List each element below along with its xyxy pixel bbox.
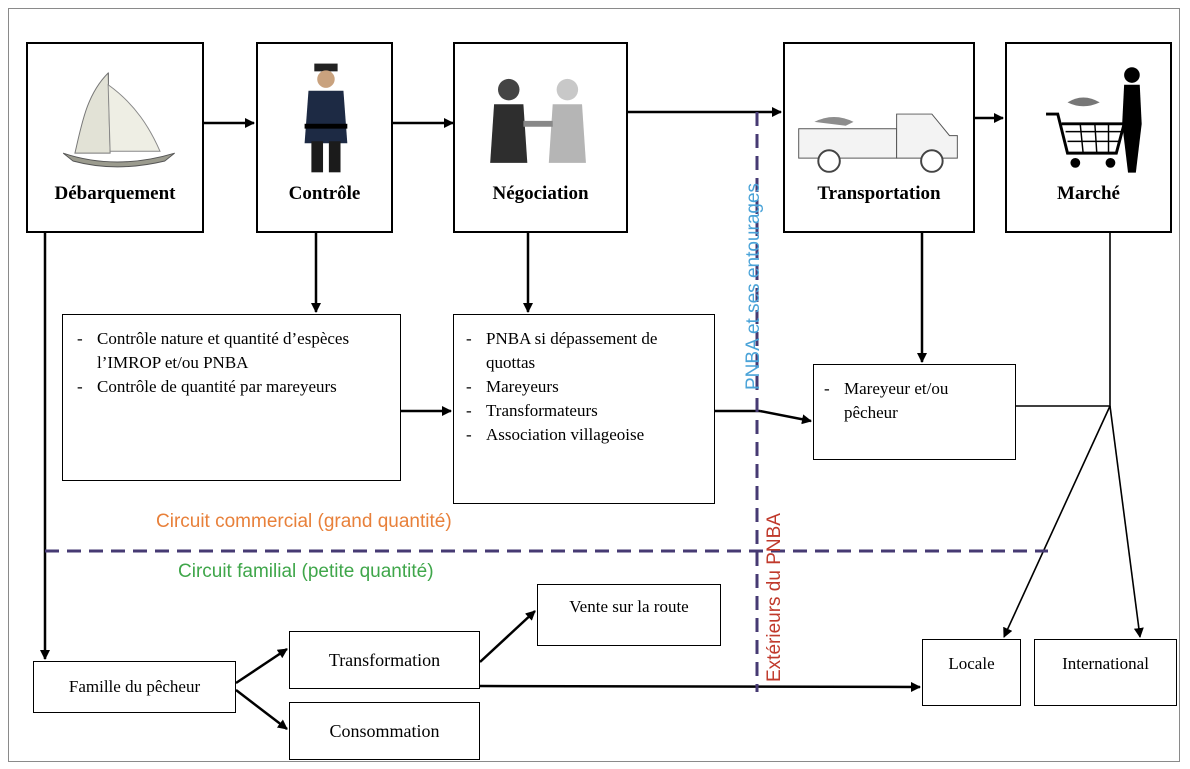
node-transformation-label: Transformation xyxy=(328,650,441,670)
node-famille: Famille du pêcheur xyxy=(33,661,236,713)
diagram-frame xyxy=(8,8,1180,762)
negociation-detail-item: Mareyeurs xyxy=(460,375,700,399)
stage-controle-label: Contrôle xyxy=(288,183,361,204)
arrow-transformation-locale xyxy=(479,681,921,692)
boat-icon xyxy=(28,54,202,179)
label-circuit-familial: Circuit familial (petite quantité) xyxy=(178,561,434,582)
stage-negociation: Négociation xyxy=(453,42,628,233)
negociation-detail-item: PNBA si dépassement de quottas xyxy=(460,327,700,375)
node-locale: Locale xyxy=(922,639,1021,706)
handshake-icon xyxy=(455,54,626,179)
stage-negociation-label: Négociation xyxy=(492,183,589,204)
shopping-cart-icon xyxy=(1007,54,1170,179)
stage-debarquement-label: Débarquement xyxy=(54,183,176,204)
stage-transportation-label: Transportation xyxy=(817,183,941,204)
arrow-to-locale xyxy=(1003,405,1111,638)
stage-transportation: Transportation xyxy=(783,42,975,233)
stage-debarquement: Débarquement xyxy=(26,42,204,233)
stage-marche: Marché xyxy=(1005,42,1172,233)
node-international: International xyxy=(1034,639,1177,706)
negociation-detail-box: PNBA si dépassement de quottas Mareyeurs… xyxy=(453,314,715,504)
arrow-famille-consommation xyxy=(235,689,288,730)
node-vente-label: Vente sur la route xyxy=(569,597,689,616)
label-circuit-commercial: Circuit commercial (grand quantité) xyxy=(156,511,452,532)
node-famille-label: Famille du pêcheur xyxy=(68,677,201,696)
controle-detail-box: Contrôle nature et quantité d’espèces l’… xyxy=(62,314,401,481)
transport-detail-box: Mareyeur et/ou pêcheur xyxy=(813,364,1016,460)
negociation-detail-item: Transformateurs xyxy=(460,399,700,423)
node-vente: Vente sur la route xyxy=(537,584,721,646)
controle-detail-item: Contrôle de quantité par mareyeurs xyxy=(71,375,389,399)
arrow-transformation-vente xyxy=(479,610,536,663)
node-consommation-label: Consommation xyxy=(329,721,440,741)
stage-marche-label: Marché xyxy=(1057,183,1120,204)
node-consommation: Consommation xyxy=(289,702,480,760)
controle-detail-item: Contrôle nature et quantité d’espèces l’… xyxy=(71,327,389,375)
node-transformation: Transformation xyxy=(289,631,480,689)
arrow-to-international xyxy=(1109,405,1144,638)
stage-controle: Contrôle xyxy=(256,42,393,233)
negociation-detail-item: Association villageoise xyxy=(460,423,700,447)
node-locale-label: Locale xyxy=(948,654,995,673)
node-international-label: International xyxy=(1062,654,1149,673)
label-pnba-inside: PNBA et ses entourages xyxy=(743,182,764,390)
label-pnba-outside: Extérieurs du PNBA xyxy=(764,513,785,682)
police-officer-icon xyxy=(258,54,391,179)
truck-icon xyxy=(785,54,973,179)
arrow-famille-transformation xyxy=(235,647,288,685)
transport-detail-item: Mareyeur et/ou pêcheur xyxy=(818,377,998,425)
